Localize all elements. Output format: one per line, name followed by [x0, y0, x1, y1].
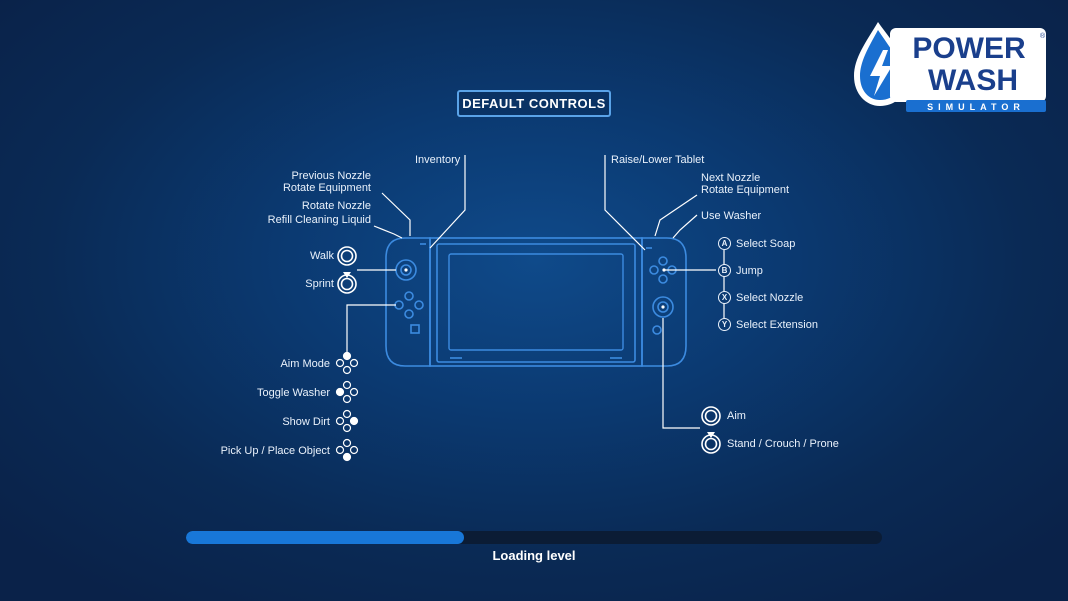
label-rotate-equipment-right: Rotate Equipment	[701, 184, 790, 196]
a-button-icon: A	[718, 237, 731, 250]
logo-power: POWER	[912, 32, 1026, 65]
logo-wash: WASH	[928, 64, 1018, 97]
label-pick-up-place: Pick Up / Place Object	[220, 445, 330, 457]
b-button-icon: B	[718, 264, 731, 277]
dpad-left-icon	[335, 380, 359, 404]
dpad-down-icon	[335, 438, 359, 462]
label-rotate-nozzle: Rotate Nozzle	[301, 200, 371, 212]
label-next-nozzle: Next Nozzle	[701, 172, 761, 184]
label-jump: Jump	[736, 265, 763, 277]
loading-text: Loading level	[492, 548, 576, 563]
label-refill: Refill Cleaning Liquid	[267, 214, 371, 226]
label-sprint: Sprint	[305, 278, 334, 290]
label-rotate-equipment-left: Rotate Equipment	[282, 182, 371, 194]
dpad-up-icon	[335, 351, 359, 375]
label-show-dirt: Show Dirt	[282, 416, 330, 428]
label-toggle-washer: Toggle Washer	[257, 387, 330, 399]
walk-stick-icon	[337, 246, 357, 266]
label-inventory: Inventory	[415, 154, 461, 166]
label-aim: Aim	[727, 410, 746, 422]
console-body	[429, 237, 643, 367]
x-button-icon: X	[718, 291, 731, 304]
powerwash-logo: POWER WASH SIMULATOR ®	[854, 22, 1046, 112]
left-joycon	[385, 237, 431, 367]
right-joycon	[641, 237, 687, 367]
default-controls-title: DEFAULT CONTROLS	[457, 90, 611, 117]
label-select-soap: Select Soap	[736, 238, 796, 250]
loading-progress-fill	[186, 531, 465, 544]
label-aim-mode: Aim Mode	[280, 358, 330, 370]
y-button-icon: Y	[718, 318, 731, 331]
console-screen	[448, 253, 624, 351]
label-select-nozzle: Select Nozzle	[736, 292, 804, 304]
loading-progress-bar	[186, 531, 882, 544]
logo-registered: ®	[1040, 32, 1046, 40]
logo-simulator: SIMULATOR	[927, 102, 1025, 112]
label-walk: Walk	[309, 250, 334, 262]
label-stand-crouch-prone: Stand / Crouch / Prone	[727, 438, 839, 450]
label-use-washer: Use Washer	[701, 210, 762, 222]
label-select-extension: Select Extension	[736, 319, 818, 331]
label-raise-lower-tablet: Raise/Lower Tablet	[611, 154, 705, 166]
dpad-right-icon	[335, 409, 359, 433]
label-previous-nozzle: Previous Nozzle	[291, 170, 371, 182]
aim-stick-icon	[701, 406, 721, 426]
